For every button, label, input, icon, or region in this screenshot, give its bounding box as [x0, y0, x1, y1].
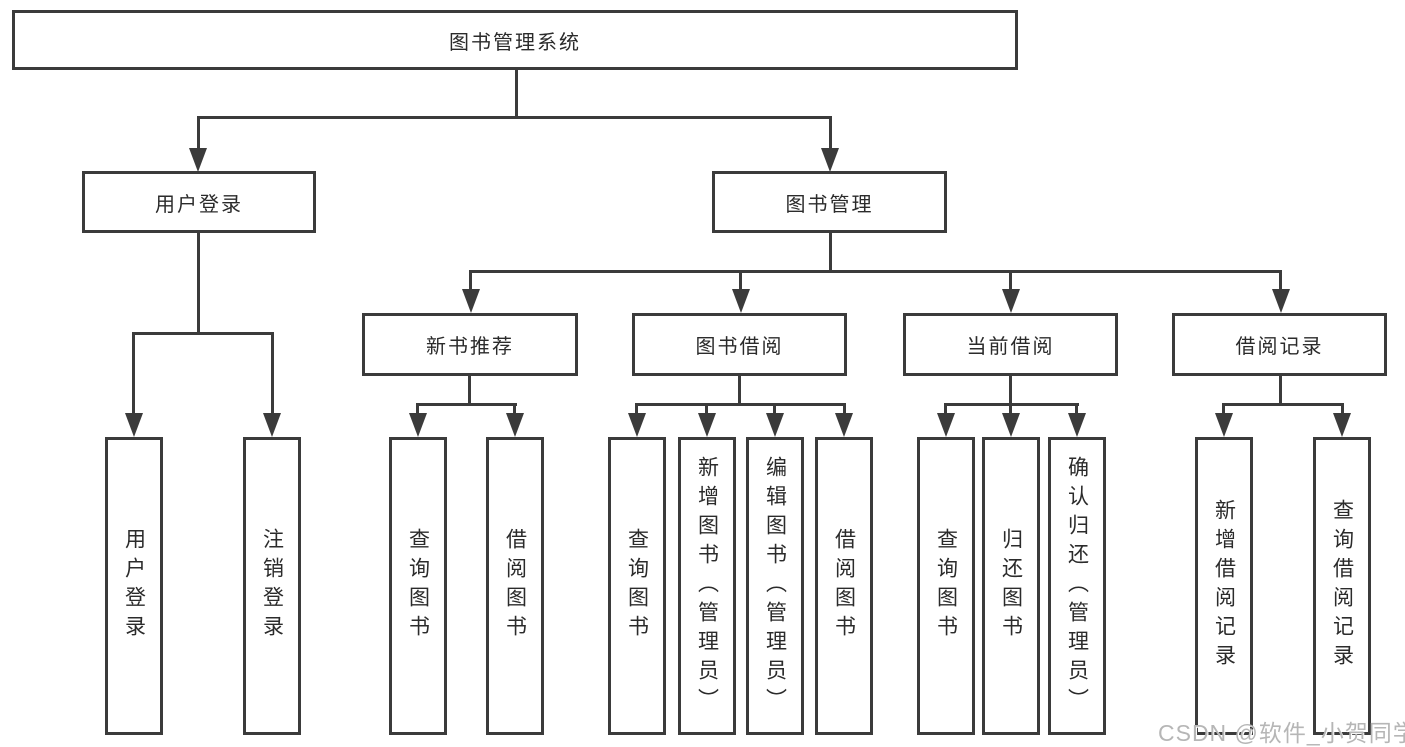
- node-user-login: 用户登录: [82, 171, 316, 233]
- leaf-query-book-borrow: 查询图书: [608, 437, 666, 735]
- arrowhead: [1002, 289, 1020, 313]
- leaf-confirm-return-admin: 确认归还（管理员）: [1048, 437, 1106, 735]
- connector-stem: [1222, 403, 1225, 415]
- leaf-query-book-recommend: 查询图书: [389, 437, 447, 735]
- connector-stem: [705, 403, 708, 415]
- arrowhead: [1272, 289, 1290, 313]
- connector-rail: [635, 403, 846, 406]
- arrowhead: [125, 413, 143, 437]
- connector-stem: [132, 332, 135, 415]
- leaf-user-login: 用户登录: [105, 437, 163, 735]
- arrowhead: [937, 413, 955, 437]
- arrowhead: [628, 413, 646, 437]
- connector-stem: [1009, 403, 1012, 415]
- leaf-add-borrow-record: 新增借阅记录: [1195, 437, 1253, 735]
- connector-userlogin-stub: [197, 233, 200, 335]
- connector-stub: [468, 376, 471, 406]
- arrowhead: [821, 148, 839, 172]
- leaf-add-book-admin: 新增图书（管理员）: [678, 437, 736, 735]
- connector-level2-rail: [197, 116, 832, 119]
- connector-stem: [635, 403, 638, 415]
- arrowhead: [732, 289, 750, 313]
- node-borrow-record: 借阅记录: [1172, 313, 1387, 376]
- connector-stem: [944, 403, 947, 415]
- arrowhead: [835, 413, 853, 437]
- connector-stem: [1075, 403, 1078, 415]
- csdn-watermark: CSDN @软件_小贺同学: [1158, 720, 1405, 746]
- node-root: 图书管理系统: [12, 10, 1018, 70]
- leaf-return-book: 归还图书: [982, 437, 1040, 735]
- connector-stem: [197, 116, 200, 150]
- connector-stem: [416, 403, 419, 415]
- connector-root-stub: [515, 70, 518, 118]
- connector-rail: [416, 403, 517, 406]
- connector-stem: [469, 270, 472, 292]
- leaf-query-borrow-record: 查询借阅记录: [1313, 437, 1371, 735]
- arrowhead: [1002, 413, 1020, 437]
- connector-stem: [843, 403, 846, 415]
- arrowhead: [263, 413, 281, 437]
- arrowhead: [698, 413, 716, 437]
- leaf-edit-book-admin: 编辑图书（管理员）: [746, 437, 804, 735]
- connector-stub: [1009, 376, 1012, 406]
- connector-stem: [513, 403, 516, 415]
- leaf-logout: 注销登录: [243, 437, 301, 735]
- connector-stem: [1341, 403, 1344, 415]
- connector-stem: [1009, 270, 1012, 292]
- arrowhead: [409, 413, 427, 437]
- connector-stem: [829, 116, 832, 150]
- arrowhead: [506, 413, 524, 437]
- arrowhead: [1333, 413, 1351, 437]
- connector-userlogin-rail: [132, 332, 274, 335]
- connector-bookmgmt-stub: [829, 233, 832, 273]
- leaf-borrow-book: 借阅图书: [815, 437, 873, 735]
- arrowhead: [766, 413, 784, 437]
- connector-stub: [738, 376, 741, 406]
- node-new-book-recommend: 新书推荐: [362, 313, 578, 376]
- connector-stub: [1279, 376, 1282, 406]
- leaf-borrow-book-recommend: 借阅图书: [486, 437, 544, 735]
- arrowhead: [1215, 413, 1233, 437]
- leaf-query-book-current: 查询图书: [917, 437, 975, 735]
- connector-rail: [1222, 403, 1344, 406]
- connector-level3-rail: [469, 270, 1282, 273]
- connector-stem: [271, 332, 274, 415]
- node-book-management: 图书管理: [712, 171, 947, 233]
- arrowhead: [189, 148, 207, 172]
- arrowhead: [1068, 413, 1086, 437]
- arrowhead: [462, 289, 480, 313]
- node-book-borrow: 图书借阅: [632, 313, 847, 376]
- node-current-borrow: 当前借阅: [903, 313, 1118, 376]
- connector-stem: [739, 270, 742, 292]
- connector-stem: [1279, 270, 1282, 292]
- connector-stem: [773, 403, 776, 415]
